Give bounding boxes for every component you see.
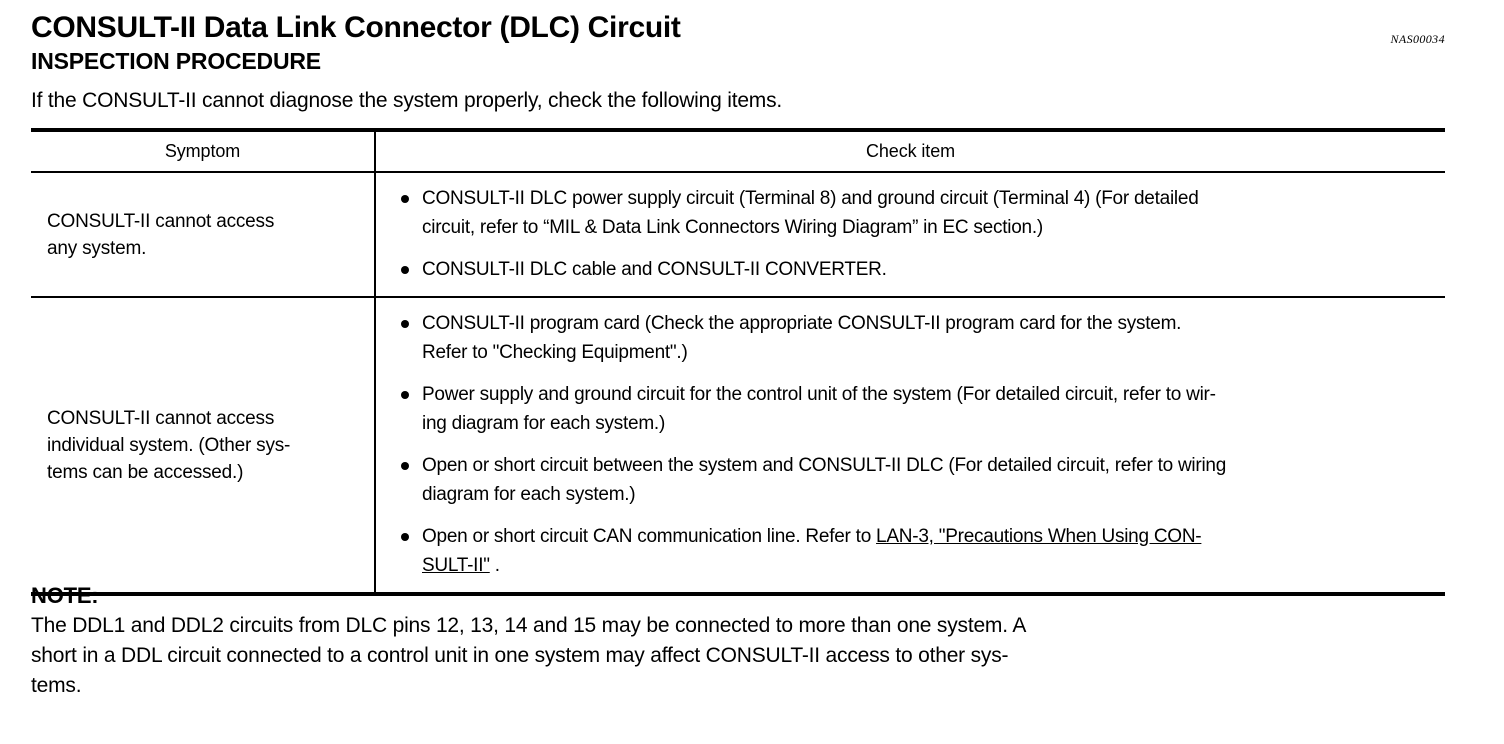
cell-symptom: CONSULT-II cannot access individual syst… <box>31 298 376 592</box>
note-title: NOTE: <box>31 583 99 608</box>
table-header-row: Symptom Check item <box>31 132 1445 171</box>
table-top-rule <box>31 128 1445 132</box>
cell-check-item: CONSULT-II DLC power supply circuit (Ter… <box>376 173 1445 296</box>
bullet-dot-icon <box>401 320 409 328</box>
note-line: tems. <box>31 674 82 697</box>
list-item: Open or short circuit CAN communication … <box>400 522 1445 580</box>
table-bottom-rule <box>31 592 1445 596</box>
bullet-dot-icon <box>401 266 409 274</box>
bullet-dot-icon <box>401 533 409 541</box>
cross-reference-link[interactable]: LAN-3, "Precautions When Using CON- <box>876 526 1202 547</box>
list-item-line: CONSULT-II DLC power supply circuit (Ter… <box>422 188 1199 209</box>
symptom-text: CONSULT-II cannot access individual syst… <box>31 405 296 486</box>
list-item-line: CONSULT-II program card (Check the appro… <box>422 313 1182 334</box>
note-section: NOTE: The DDL1 and DDL2 circuits from DL… <box>31 582 1445 701</box>
bullet-dot-icon <box>401 462 409 470</box>
cell-check-item: CONSULT-II program card (Check the appro… <box>376 298 1445 592</box>
inspection-table: Symptom Check item CONSULT-II cannot acc… <box>31 128 1445 596</box>
cross-reference-link[interactable]: SULT-II" <box>422 555 490 576</box>
bullet-dot-icon <box>401 195 409 203</box>
cell-symptom: CONSULT-II cannot access any system. <box>31 173 376 296</box>
symptom-line: CONSULT-II cannot access <box>47 407 275 429</box>
check-item-list: CONSULT-II program card (Check the appro… <box>400 298 1445 592</box>
list-item: CONSULT-II DLC power supply circuit (Ter… <box>400 184 1445 242</box>
list-item-line: Open or short circuit between the system… <box>422 455 1227 476</box>
list-item-tail-text: . <box>489 555 500 576</box>
list-item: Power supply and ground circuit for the … <box>400 380 1445 438</box>
note-line: The DDL1 and DDL2 circuits from DLC pins… <box>31 614 1027 637</box>
list-item-line: CONSULT-II DLC cable and CONSULT-II CONV… <box>422 259 887 280</box>
list-item: Open or short circuit between the system… <box>400 451 1445 509</box>
table-row: CONSULT-II cannot access any system. CON… <box>31 173 1445 296</box>
list-item-line: diagram for each system.) <box>422 484 636 505</box>
list-item-line: Power supply and ground circuit for the … <box>422 384 1216 405</box>
page-subtitle: INSPECTION PROCEDURE <box>31 48 321 74</box>
symptom-line: CONSULT-II cannot access <box>47 210 275 232</box>
list-item-line: Open or short circuit CAN communication … <box>422 522 1445 551</box>
list-item-line: Refer to "Checking Equipment".) <box>422 342 688 363</box>
list-item-line: circuit, refer to “MIL & Data Link Conne… <box>422 217 1043 238</box>
page-title: CONSULT-II Data Link Connector (DLC) Cir… <box>31 11 681 44</box>
intro-paragraph: If the CONSULT-II cannot diagnose the sy… <box>31 89 783 112</box>
note-line: short in a DDL circuit connected to a co… <box>31 644 1009 667</box>
column-header-check-item: Check item <box>865 141 956 161</box>
list-item: CONSULT-II DLC cable and CONSULT-II CONV… <box>400 255 1445 284</box>
header-cell-symptom: Symptom <box>31 132 376 171</box>
list-item-line: ing diagram for each system.) <box>422 413 666 434</box>
symptom-line: any system. <box>47 237 147 259</box>
table-header-divider <box>31 171 1445 173</box>
symptom-line: tems can be accessed.) <box>47 461 244 483</box>
header-cell-check-item: Check item <box>376 132 1445 171</box>
symptom-line: individual system. (Other sys- <box>47 434 291 456</box>
note-body: The DDL1 and DDL2 circuits from DLC pins… <box>31 611 1445 701</box>
column-header-symptom: Symptom <box>164 141 241 161</box>
bullet-dot-icon <box>401 391 409 399</box>
list-item-line: SULT-II" . <box>422 551 1445 580</box>
document-reference-code: NAS00034 <box>1390 32 1445 46</box>
list-item: CONSULT-II program card (Check the appro… <box>400 309 1445 367</box>
list-item-lead-text: Open or short circuit CAN communication … <box>422 526 877 547</box>
table-row-divider <box>31 296 1445 298</box>
symptom-text: CONSULT-II cannot access any system. <box>31 208 280 262</box>
title-block: CONSULT-II Data Link Connector (DLC) Cir… <box>31 10 1231 75</box>
table-row: CONSULT-II cannot access individual syst… <box>31 298 1445 592</box>
check-item-list: CONSULT-II DLC power supply circuit (Ter… <box>400 173 1445 296</box>
